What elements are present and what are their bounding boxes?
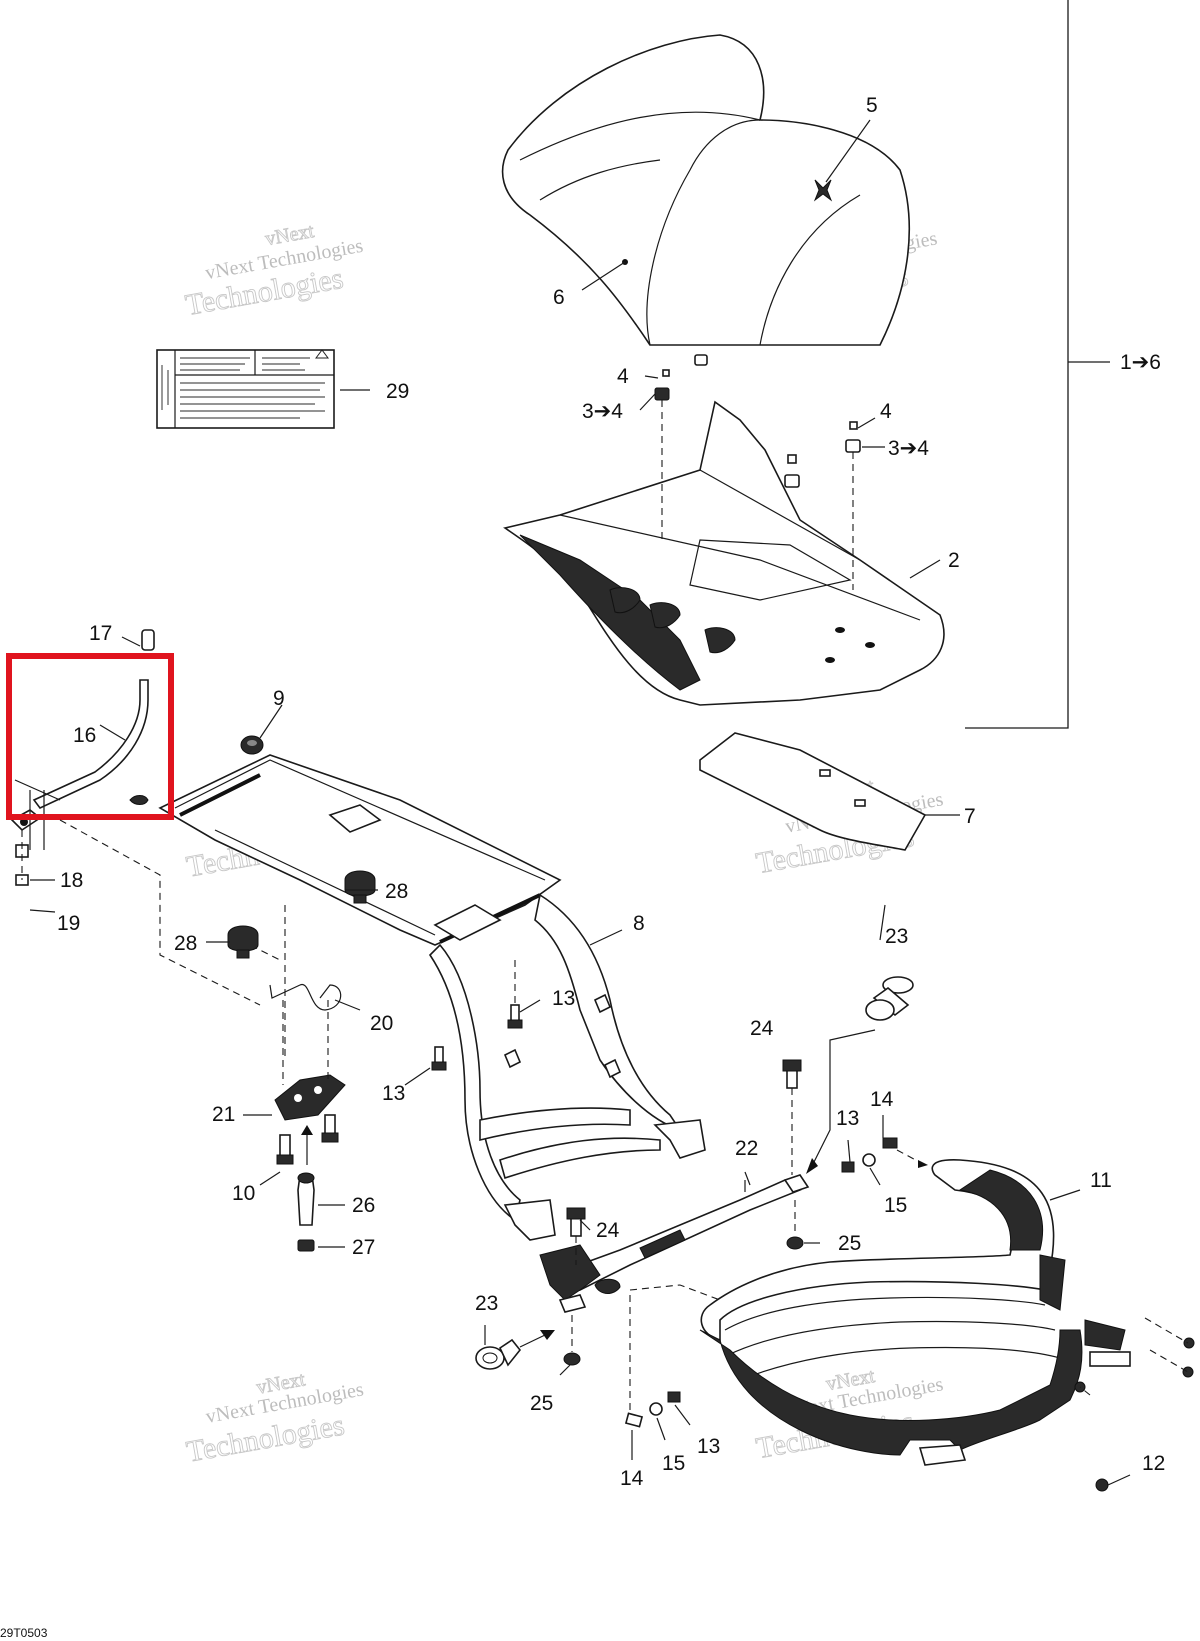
grommet [240,735,264,755]
bolt-24-lower [566,1207,586,1265]
callout-2: 2 [948,549,960,572]
callout-13-frame-lower: 13 [382,1082,405,1105]
latch-pin [297,1172,315,1226]
callout-labels: 1➔6 2 3➔4 3➔4 4 4 5 6 7 8 9 10 11 12 13 … [57,94,1165,1490]
grab-handle-bar [10,629,155,886]
callout-14-upper: 14 [870,1088,894,1111]
callout-17: 17 [89,622,112,645]
latch-spring [269,984,342,1011]
bolt-10-right [321,1114,339,1143]
callout-4-right: 4 [880,400,892,423]
callout-18: 18 [60,869,83,892]
callout-16: 16 [73,724,96,747]
nut-27 [297,1239,315,1252]
callout-7: 7 [964,805,976,828]
callout-28-lower: 28 [174,932,197,955]
callout-29: 29 [386,380,409,403]
callout-11: 11 [1090,1169,1112,1192]
watermark-top-left: vNext vNext Technologies Technologies [182,220,365,323]
seat-base [503,400,945,706]
figure-code: 29T0503 [0,1626,48,1640]
callout-27: 27 [352,1236,375,1259]
watermark-bottom-left: vNext vNext Technologies Technologies [184,1368,366,1469]
callout-13-upper-right: 13 [836,1107,859,1130]
bolt-13-upper [507,960,523,1029]
callout-24-lower: 24 [596,1219,620,1242]
callout-13-frame-upper: 13 [552,987,575,1010]
callout-3-4-left: 3➔4 [582,400,623,423]
bushing-23-lower [475,1330,555,1370]
callout-25-upper: 25 [838,1232,861,1255]
callout-21: 21 [212,1103,235,1126]
callout-6: 6 [553,286,565,309]
leader-lines [29,119,1131,1486]
callout-23-lower: 23 [475,1292,498,1315]
bolt-24-upper [782,1059,802,1175]
callout-28-upper: 28 [385,880,408,903]
highlight-box-part-16 [6,653,174,820]
callout-10: 10 [232,1182,255,1205]
callout-9: 9 [273,687,285,710]
nut-25-lower [563,1315,581,1366]
rubber-bumper-lower [227,925,259,959]
dash-lines-left [59,819,286,1060]
callout-4-left: 4 [617,365,629,388]
callout-15-upper: 15 [884,1194,907,1217]
callout-22: 22 [735,1137,758,1160]
warning-label-decal [156,349,335,429]
nut-12-group [1074,1317,1195,1492]
bushing-23-upper [806,976,914,1174]
callout-12: 12 [1142,1452,1165,1475]
callout-8: 8 [633,912,645,935]
callout-26: 26 [352,1194,375,1217]
fastener-set-upper [841,1137,928,1173]
seat-pad [699,732,927,851]
callout-23-upper: 23 [885,925,908,948]
rear-rack-bar [539,1174,810,1313]
callout-3-4-right: 3➔4 [888,437,929,460]
nut-group-right [784,421,861,590]
bolt-13-lower [431,1046,447,1071]
assembly-bracket-1-6 [965,0,1110,729]
nut-25-upper [786,1200,804,1250]
callout-14-lower: 14 [620,1467,644,1490]
callout-5: 5 [866,94,878,117]
callout-19: 19 [57,912,80,935]
seat-cover [501,34,910,346]
callout-24-upper: 24 [750,1017,774,1040]
fastener-set-lower [624,1284,721,1428]
latch-bracket [274,1000,346,1165]
seat-frame [158,754,706,1241]
callout-13-lower: 13 [697,1435,720,1458]
callout-15-lower: 15 [662,1452,685,1475]
callout-1-6: 1➔6 [1120,351,1161,374]
callout-20: 20 [370,1012,393,1035]
rear-luggage-rack [699,1159,1131,1466]
bolt-10 [276,1134,294,1165]
callout-25-lower: 25 [530,1392,553,1415]
